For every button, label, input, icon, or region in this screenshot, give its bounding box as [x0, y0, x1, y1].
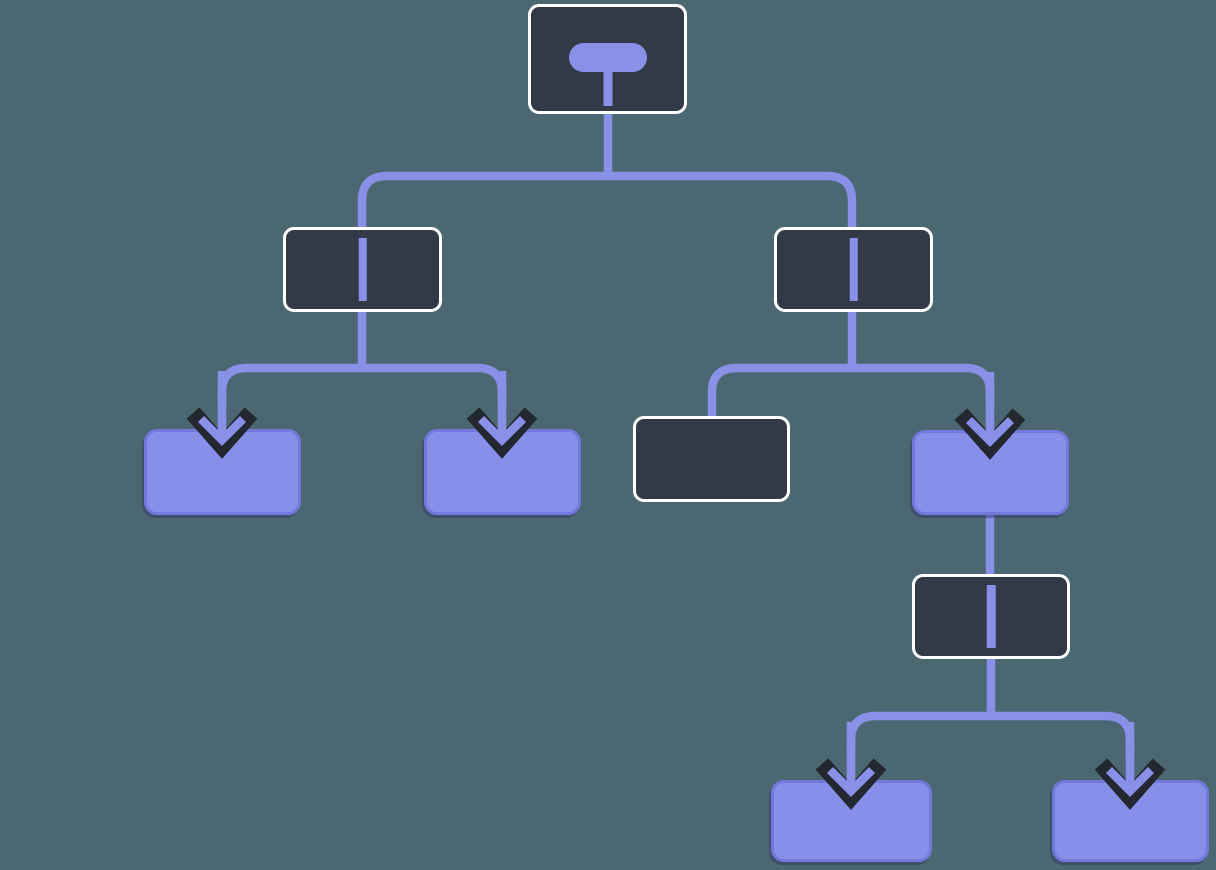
root-pill-stem-icon [603, 70, 612, 106]
down-arrow-icon [466, 371, 538, 459]
down-arrow-icon [815, 722, 887, 810]
dark-leaf-node [633, 416, 790, 502]
arrowhead-purple-icon [197, 415, 247, 447]
pass-through-line-icon [986, 585, 996, 648]
arrowhead-purple-icon [477, 415, 527, 447]
arrowhead-purple-icon [1105, 766, 1155, 798]
down-arrow-icon [186, 371, 258, 459]
pass-through-line-icon [849, 238, 858, 301]
pass-through-line-icon [358, 238, 367, 301]
edge-fork-top [357, 171, 857, 240]
down-arrow-icon [954, 372, 1026, 460]
down-arrow-icon [1094, 722, 1166, 810]
root-node [528, 4, 687, 114]
root-pill-icon [568, 43, 647, 72]
branch-node-right [774, 227, 933, 312]
branch-node-bottom [912, 574, 1070, 659]
branch-node-left [283, 227, 442, 312]
arrowhead-purple-icon [965, 416, 1015, 448]
arrowhead-purple-icon [826, 766, 876, 798]
